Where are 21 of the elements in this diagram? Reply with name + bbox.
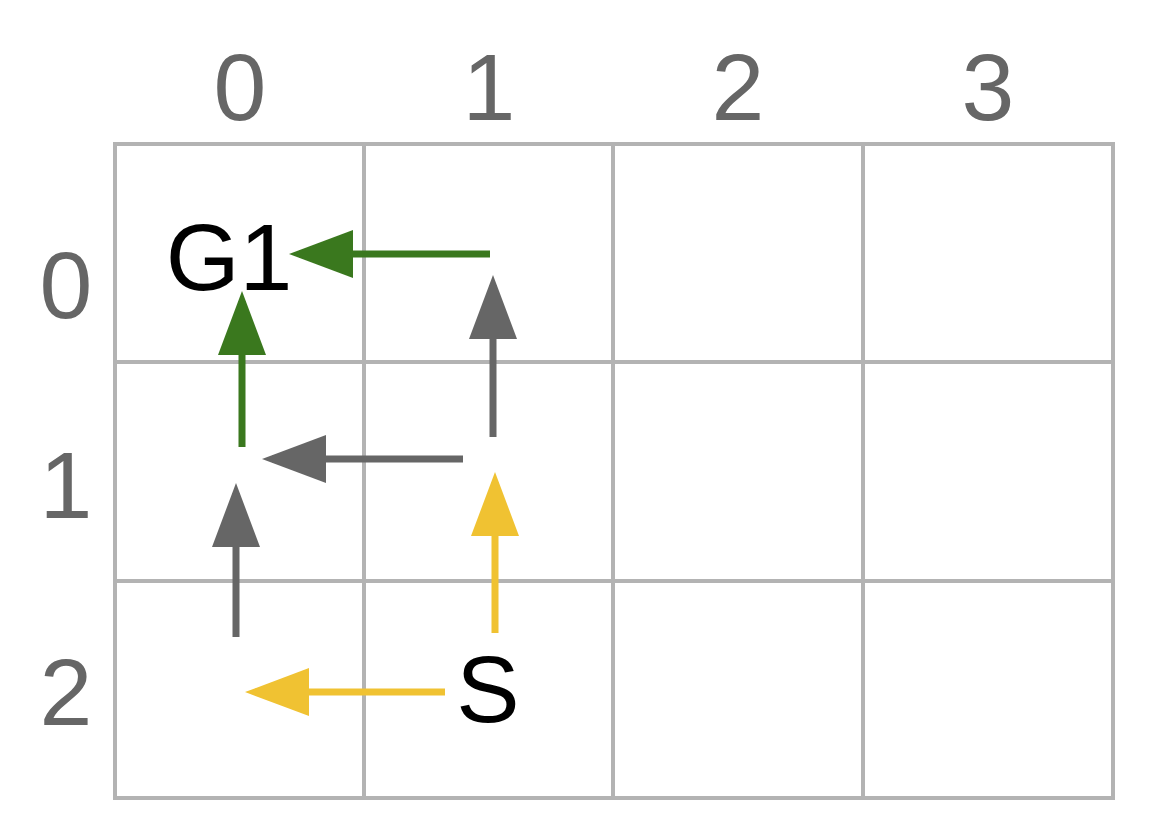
grid-cell: [865, 364, 1115, 583]
column-number: 0: [213, 49, 267, 125]
row-number: 0: [39, 247, 93, 323]
cell-label: G1: [165, 219, 293, 295]
grid-cell: [615, 583, 865, 800]
grid-cell: [366, 142, 615, 364]
column-number: 1: [462, 49, 516, 125]
row-number: 2: [39, 654, 93, 730]
grid-cell: [113, 364, 366, 583]
grid-cell: [113, 583, 366, 800]
grid-cell: [113, 142, 366, 364]
grid-cell: [865, 142, 1115, 364]
grid-cell: [615, 364, 865, 583]
cell-label: S: [456, 651, 520, 727]
grid-cell: [865, 583, 1115, 800]
column-number: 3: [961, 49, 1015, 125]
column-number: 2: [711, 49, 765, 125]
grid-cell: [366, 364, 615, 583]
row-number: 1: [39, 447, 93, 523]
grid-cell: [615, 142, 865, 364]
grid-cell: [366, 583, 615, 800]
